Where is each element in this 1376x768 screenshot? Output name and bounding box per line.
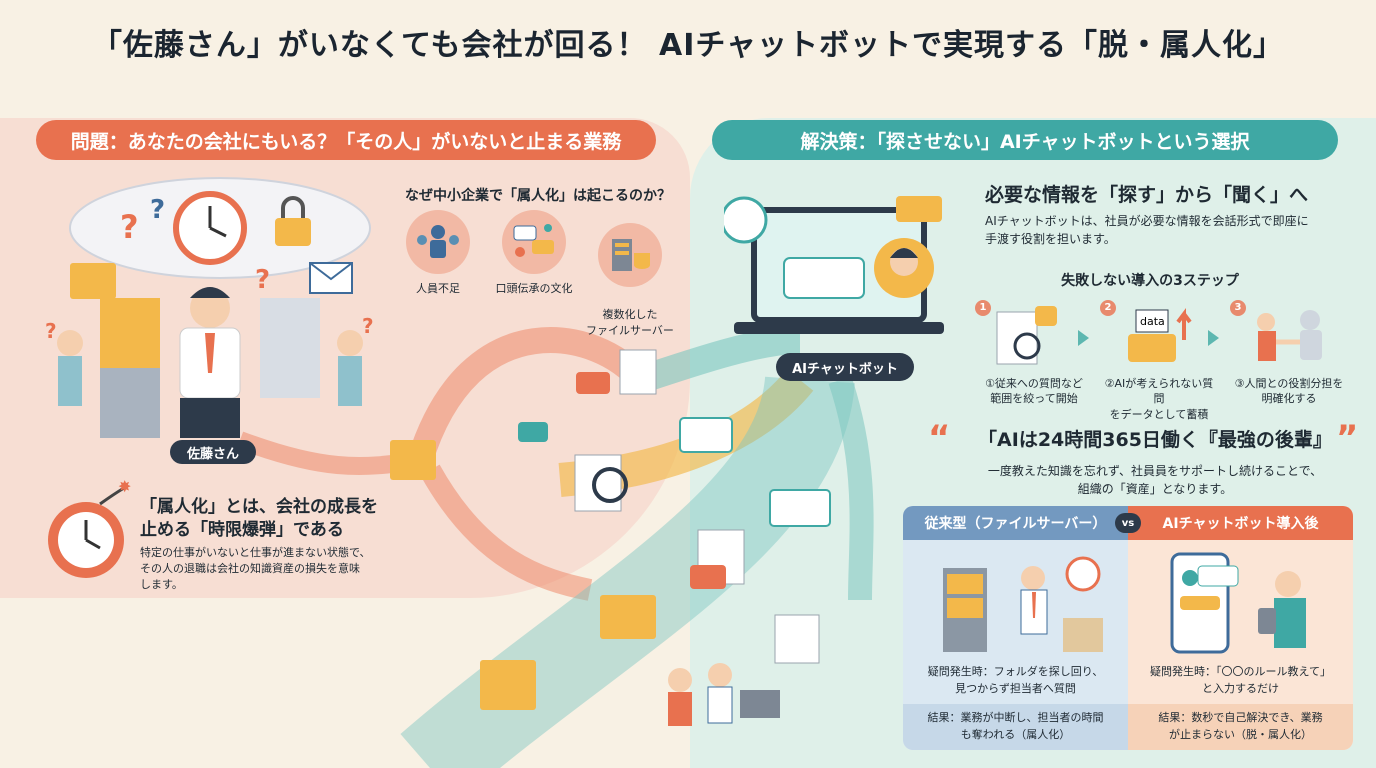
svg-text:?: ?	[255, 265, 270, 295]
message-icon	[896, 196, 942, 222]
step-1: 1 ①従来への質問など 範囲を絞って開始	[975, 300, 1093, 407]
cause-label: 複数化した ファイルサーバー	[586, 308, 674, 337]
magnifier-icon	[592, 467, 628, 503]
search-icon	[1013, 332, 1041, 360]
svg-text:✸: ✸	[118, 478, 131, 496]
traditional-result-box	[903, 704, 1128, 750]
problem-header: 問題：あなたの会社にもいる？「その人」がいないと止まる業務	[36, 120, 656, 160]
why-title: なぜ中小企業で「属人化」は起こるのか？	[405, 188, 671, 204]
data-tag: data	[1140, 315, 1165, 328]
cause-oral-culture: 口頭伝承の文化	[486, 210, 582, 296]
people-icon	[406, 210, 470, 274]
solution-headline: 必要な情報を「探す」から「聞く」へ	[985, 184, 1309, 206]
sato-label: 佐藤さん	[170, 440, 256, 464]
brain-icon	[724, 196, 768, 244]
solution-body: AIチャットボットは、社員が必要な情報を会話形式で即座に 手渡す役割を担います。	[985, 214, 1309, 246]
step-3: 3 ③人間との役割分担を 明確化する	[1230, 300, 1348, 407]
chat-bubble-icon	[783, 257, 865, 299]
quote-body: 一度教えた知識を忘れず、社員員をサポートし続けることで、 組織の「資産」となりま…	[987, 464, 1323, 496]
quote-title: 「AIは24時間365日働く『最強の後輩』	[978, 429, 1332, 451]
step-text: ③人間との役割分担を 明確化する	[1234, 377, 1344, 406]
quote-open-icon: “	[928, 418, 951, 458]
svg-text:?: ?	[362, 314, 374, 338]
traditional-illustration	[943, 556, 1103, 652]
comparison-panel: 従来型（ファイルサーバー） AIチャットボット導入後 vs 疑問発生時：フォルダ…	[903, 506, 1353, 750]
bomb-icon: ✸	[48, 478, 131, 578]
svg-text:?: ?	[45, 319, 57, 343]
chatbot-result-box	[1128, 704, 1353, 750]
traditional-result: 結果：業務が中断し、担当者の時間 も奪われる（属人化）	[927, 711, 1104, 741]
traditional-header: 従来型（ファイルサーバー）	[903, 506, 1128, 540]
chatbot-laptop	[724, 196, 944, 334]
sato-illustration: ? ? ? ? ?	[45, 177, 374, 438]
cause-staff-shortage: 人員不足	[390, 210, 486, 296]
step-number: 1	[975, 300, 991, 316]
robot-icon	[1300, 310, 1320, 330]
traditional-issue: 疑問発生時：フォルダを探し回り、 見つからず担当者へ質問	[927, 665, 1104, 695]
svg-text:?: ?	[150, 195, 165, 225]
bomb-title: 「属人化」とは、会社の成長を 止める「時限爆弾」である	[140, 497, 378, 540]
step-number: 2	[1100, 300, 1116, 316]
chatbot-issue: 疑問発生時：「〇〇のルール教えて」 と入力するだけ	[1150, 665, 1331, 695]
step-2: 2 data ②AIが考えられない質問 をデータとして蓄積	[1100, 300, 1218, 422]
svg-text:?: ?	[120, 208, 139, 246]
main-title: 「佐藤さん」がいなくても会社が回る！ AIチャットボットで実現する「脱・属人化」	[91, 28, 1285, 63]
chatbot-result: 結果：数秒で自己解決でき、業務 が止まらない（脱・属人化）	[1158, 711, 1323, 741]
flowing-documents	[390, 349, 831, 726]
step-arrow-icon	[1078, 330, 1089, 346]
step-text: ②AIが考えられない質問 をデータとして蓄積	[1104, 377, 1214, 421]
cause-label: 人員不足	[416, 282, 460, 295]
folder-icon	[390, 440, 436, 480]
clock-icon	[1065, 556, 1101, 592]
vs-badge: vs	[1115, 513, 1141, 533]
server-icon	[598, 223, 662, 287]
quote-close-icon: ”	[1336, 418, 1359, 458]
lock-icon	[275, 218, 311, 246]
chatbot-label: AIチャットボット	[776, 353, 914, 381]
step-number: 3	[1230, 300, 1246, 316]
chatbot-header: AIチャットボット導入後	[1128, 506, 1353, 540]
step-arrow-icon	[1208, 330, 1219, 346]
bomb-body: 特定の仕事がいないと仕事が進まない状態で、 その人の退職は会社の知識資産の損失を…	[140, 546, 371, 591]
cause-file-server: 複数化した ファイルサーバー	[582, 210, 678, 351]
solution-header: 解決策：「探させない」AIチャットボットという選択	[712, 120, 1338, 160]
chatbot-illustration	[1170, 552, 1306, 654]
cause-label: 口頭伝承の文化	[495, 282, 573, 295]
steps-title: 失敗しない導入の3ステップ	[1061, 273, 1239, 289]
speech-icon	[502, 210, 566, 274]
step-text: ①従来への質問など 範囲を絞って開始	[985, 377, 1083, 406]
